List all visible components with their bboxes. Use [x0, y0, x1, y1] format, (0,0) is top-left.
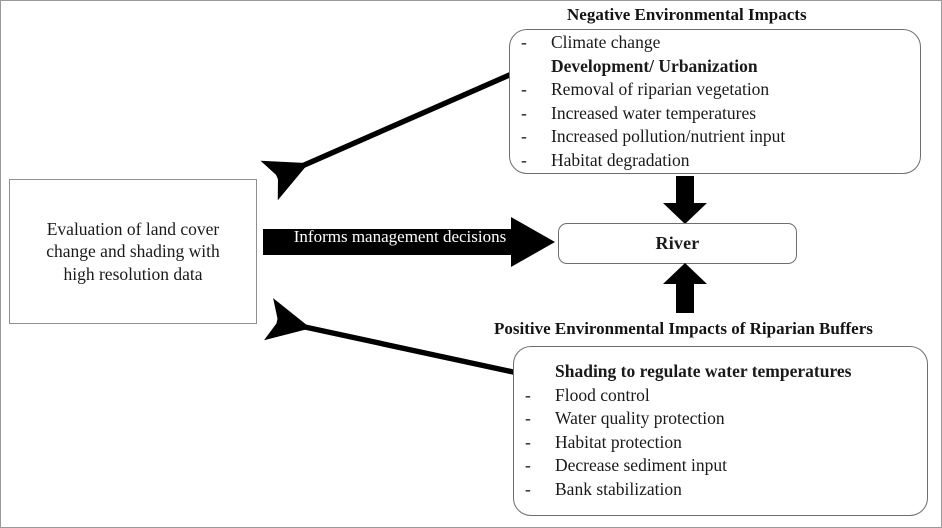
positive-to-river-arrow: [663, 263, 707, 313]
list-dash: -: [525, 408, 531, 429]
evaluation-box: Evaluation of land cover change and shad…: [9, 179, 257, 324]
list-item-label: Habitat protection: [555, 431, 682, 452]
negative-to-river-arrow: [663, 176, 707, 224]
list-dash: -: [525, 455, 531, 476]
list-item: - Bank stabilization: [525, 478, 852, 502]
list-item: - Habitat degradation: [521, 149, 785, 173]
list-item-label: Shading to regulate water temperatures: [555, 361, 852, 381]
list-item: - Habitat protection: [525, 431, 852, 455]
list-dash: -: [521, 102, 527, 123]
positive-impacts-box: [513, 346, 928, 516]
list-item: - Removal of riparian vegetation: [521, 78, 785, 102]
list-dash: -: [521, 79, 527, 100]
list-item-label: Water quality protection: [555, 408, 725, 429]
list-dash: -: [521, 149, 527, 170]
list-dash: -: [525, 431, 531, 452]
river-box: River: [558, 223, 797, 264]
list-item-label: Bank stabilization: [555, 478, 682, 499]
positive-impacts-list: - Shading to regulate water temperatures…: [525, 360, 852, 502]
list-item-label: Decrease sediment input: [555, 455, 728, 476]
negative-impacts-list: - Climate change - Development/ Urbaniza…: [521, 31, 785, 173]
list-item: - Decrease sediment input: [525, 454, 852, 478]
river-label: River: [655, 233, 700, 253]
list-item: - Development/ Urbanization: [521, 55, 785, 79]
list-item-label: Removal of riparian vegetation: [551, 79, 770, 100]
list-dash: -: [521, 32, 527, 52]
positive-impacts-heading: Positive Environmental Impacts of Ripari…: [494, 319, 873, 338]
list-item: - Flood control: [525, 384, 852, 408]
list-item-label: Development/ Urbanization: [551, 55, 758, 76]
list-item-label: Climate change: [551, 32, 661, 52]
list-item-label: Increased water temperatures: [551, 102, 757, 123]
list-item-label: Habitat degradation: [551, 149, 690, 170]
list-item-label: Flood control: [555, 384, 650, 405]
list-dash: -: [525, 478, 531, 499]
list-dash: -: [525, 384, 531, 405]
negative-impacts-heading: Negative Environmental Impacts: [567, 5, 807, 24]
informs-management-decisions-arrow: [263, 217, 555, 267]
evaluation-box-text: Evaluation of land cover change and shad…: [46, 218, 220, 284]
list-item: - Increased water temperatures: [521, 102, 785, 126]
list-item: - Shading to regulate water temperatures: [525, 360, 852, 384]
list-item: - Water quality protection: [525, 407, 852, 431]
list-item: - Increased pollution/nutrient input: [521, 125, 785, 149]
negative-impacts-box: [509, 29, 921, 174]
list-item: - Climate change: [521, 31, 785, 55]
list-dash: -: [521, 126, 527, 147]
list-item-label: Increased pollution/nutrient input: [551, 126, 786, 147]
